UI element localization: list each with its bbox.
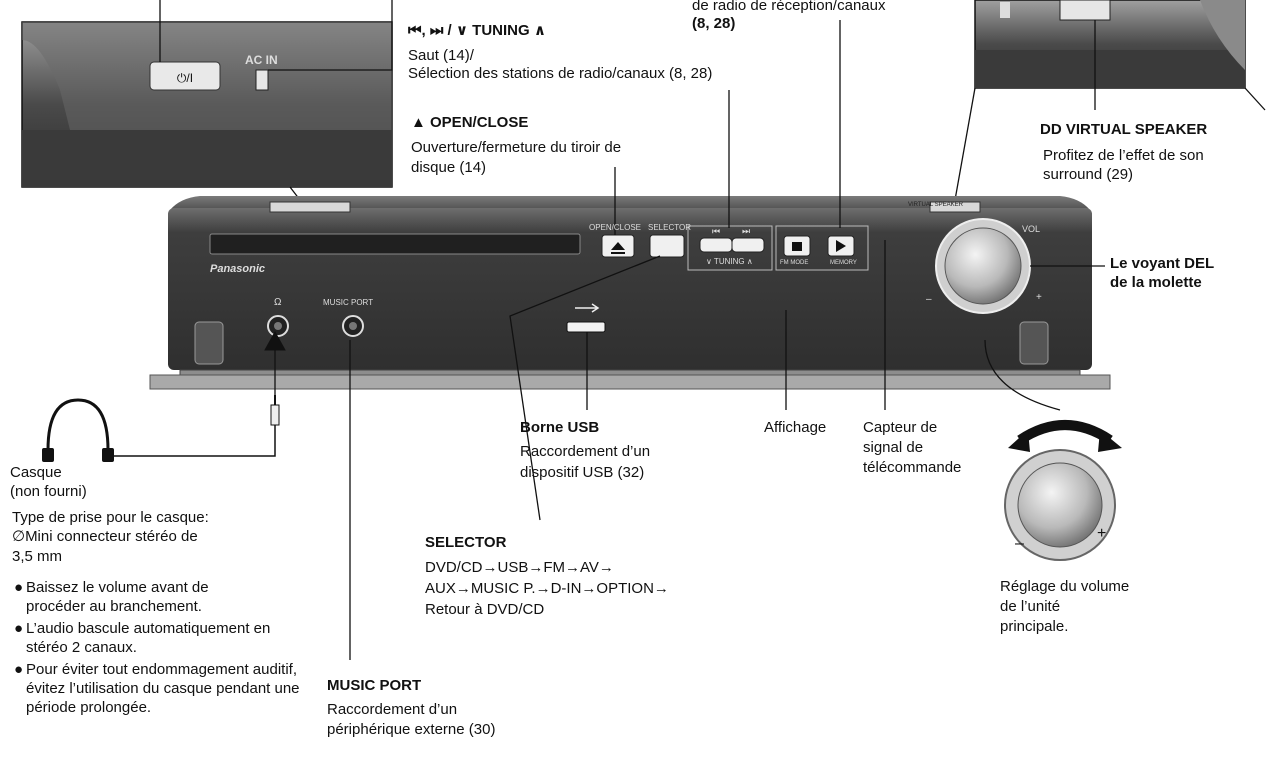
- sensor-label-line1: Capteur de: [863, 419, 938, 436]
- vol-minus-device: –: [926, 294, 932, 305]
- tuning-title: ⏮, ⏭ / ∨ TUNING ∧: [408, 22, 547, 39]
- selector-button: [649, 234, 685, 258]
- vol-device-label: VOL: [1022, 224, 1040, 234]
- usb-desc-line1: Raccordement d’un: [520, 443, 651, 460]
- fm-mode-device-label: FM MODE: [780, 260, 808, 266]
- led-label-line2: de la molette: [1110, 274, 1202, 291]
- power-slot: [269, 201, 351, 213]
- volume-desc-line3: principale.: [1000, 618, 1069, 635]
- radio-label-line1: de radio de réception/canaux: [692, 0, 886, 14]
- led-label-line1: Le voyant DEL: [1110, 255, 1215, 272]
- selector-title: SELECTOR: [425, 534, 507, 551]
- headphone-label-line3: Type de prise pour le casque:: [12, 509, 209, 526]
- brand-logo: Panasonic: [210, 263, 265, 275]
- headphone-label-line4: ∅Mini connecteur stéréo de: [12, 528, 198, 545]
- usb-title: Borne USB: [520, 419, 600, 436]
- power-inset: ⏻/I AC IN: [21, 21, 393, 188]
- power-button-inset: [149, 61, 221, 91]
- ac-in-label: AC IN: [245, 53, 278, 67]
- usb-desc-line2: dispositif USB (32): [520, 464, 645, 481]
- disc-slot: [209, 233, 581, 255]
- headphone-bullet-3: ●Pour éviter tout endommagement auditif,…: [14, 661, 300, 716]
- knob-plus-sign: +: [1097, 525, 1106, 542]
- selector-device-label: SELECTOR: [648, 223, 691, 232]
- headphone-bullet-2: ●L’audio bascule automatiquement en stér…: [14, 620, 271, 656]
- music-port-desc-line1: Raccordement d’un: [327, 701, 458, 718]
- virtual-speaker-device-label: VIRTUAL SPEAKER: [908, 202, 964, 208]
- device-body: [149, 196, 1111, 390]
- headphone-label-line2: (non fourni): [10, 483, 87, 500]
- skip-prev-glyph: ⏮: [712, 226, 720, 236]
- virtual-speaker-title: DD VIRTUAL SPEAKER: [1040, 121, 1208, 138]
- memory-device-label: MEMORY: [830, 260, 857, 266]
- virtual-speaker-desc-line1: Profitez de l’effet de son: [1043, 147, 1204, 164]
- volume-desc-line1: Réglage du volume: [1000, 578, 1130, 595]
- headphone-bullet-1: ●Baissez le volume avant de procéder au …: [14, 579, 209, 615]
- display-label: Affichage: [764, 419, 827, 436]
- headphone-label-line5: 3,5 mm: [12, 548, 63, 565]
- vol-plus-device: +: [1036, 292, 1042, 303]
- skip-next-glyph: ⏭: [742, 226, 750, 236]
- usb-port: [566, 321, 606, 333]
- headphones-drawing: [42, 395, 280, 462]
- selector-desc-line1: DVD/CD→USB→FM→AV→: [425, 559, 614, 576]
- tuning-desc-line1: Saut (14)/: [408, 47, 474, 64]
- open-close-desc-line1: Ouverture/fermeture du tiroir de: [411, 139, 622, 156]
- selector-desc-line2: AUX→MUSIC P.→D-IN→OPTION→: [425, 580, 669, 597]
- volume-knob-illustration: [1004, 420, 1122, 561]
- tuning-desc-line2: Sélection des stations de radio/canaux (…: [408, 65, 713, 82]
- headphone-device-symbol: Ω: [274, 297, 282, 308]
- volume-desc-line2: de l’unité: [1000, 598, 1061, 615]
- knob-minus-sign: –: [1015, 535, 1024, 552]
- virtual-speaker-desc-line2: surround (29): [1043, 166, 1134, 183]
- selector-desc-line3: Retour à DVD/CD: [425, 601, 545, 618]
- skip-prev-button: [699, 237, 733, 253]
- open-close-title: ▲ OPEN/CLOSE: [411, 114, 529, 131]
- ac-in-indicator: [255, 69, 269, 91]
- headphone-label-line1: Casque: [10, 464, 62, 481]
- tuning-device-label: ∨ TUNING ∧: [706, 257, 753, 266]
- radio-label-refs: (8, 28): [692, 15, 736, 32]
- virtual-speaker-slot: [929, 201, 981, 213]
- power-button-label: ⏻/I: [177, 71, 193, 85]
- sensor-label-line2: signal de: [863, 439, 924, 456]
- open-close-desc-line2: disque (14): [411, 159, 487, 176]
- music-port-desc-line2: périphérique externe (30): [327, 721, 496, 738]
- sensor-label-line3: télécommande: [863, 459, 962, 476]
- virtual-speaker-inset: [974, 0, 1246, 89]
- skip-next-button: [731, 237, 765, 253]
- open-close-device-label: OPEN/CLOSE: [589, 223, 641, 232]
- music-port-device-label: MUSIC PORT: [323, 298, 373, 307]
- music-port-title: MUSIC PORT: [327, 677, 422, 694]
